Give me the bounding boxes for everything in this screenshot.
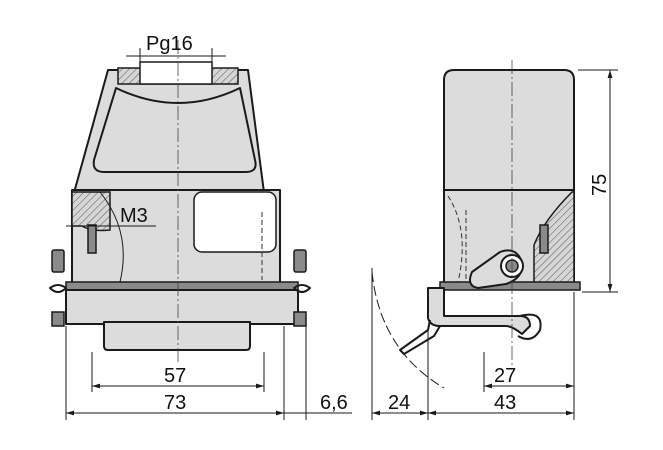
dim-43-label: 43	[494, 392, 516, 414]
m3-label: M3	[120, 205, 148, 227]
dim-66-label: 6,6	[320, 392, 348, 414]
side-bracket	[427, 287, 531, 335]
dim-75-label: 75	[589, 174, 611, 196]
locking-lug-left	[51, 249, 65, 273]
dimensions: Pg16 M3 57 73 6,6 24 27 43	[65, 33, 618, 420]
cable-entry-opening	[139, 61, 213, 85]
dim-57-label: 57	[164, 365, 186, 387]
dim-27-label: 27	[494, 365, 516, 387]
flange-lug-right	[293, 311, 307, 327]
side-body-top	[443, 69, 575, 193]
front-side-window-right	[193, 191, 277, 253]
front-hidden-arc	[99, 191, 124, 283]
front-inner-window	[92, 87, 257, 173]
lever-pin-right	[293, 284, 311, 293]
locking-lug-right	[293, 249, 307, 273]
front-view	[49, 40, 311, 362]
side-thread	[539, 224, 549, 254]
pg16-label: Pg16	[146, 33, 193, 55]
dim-73-label: 73	[164, 392, 186, 414]
m3-thread	[87, 224, 97, 254]
dim-24-label: 24	[388, 392, 410, 414]
lever-pin-left	[49, 284, 67, 293]
side-hidden-arc	[447, 195, 463, 283]
swing-arc	[371, 271, 445, 389]
flange-lug-left	[51, 311, 65, 327]
front-bottom-flange	[65, 289, 299, 325]
front-bottom-tab	[103, 321, 251, 351]
side-hook	[517, 313, 542, 340]
side-view	[371, 60, 581, 389]
